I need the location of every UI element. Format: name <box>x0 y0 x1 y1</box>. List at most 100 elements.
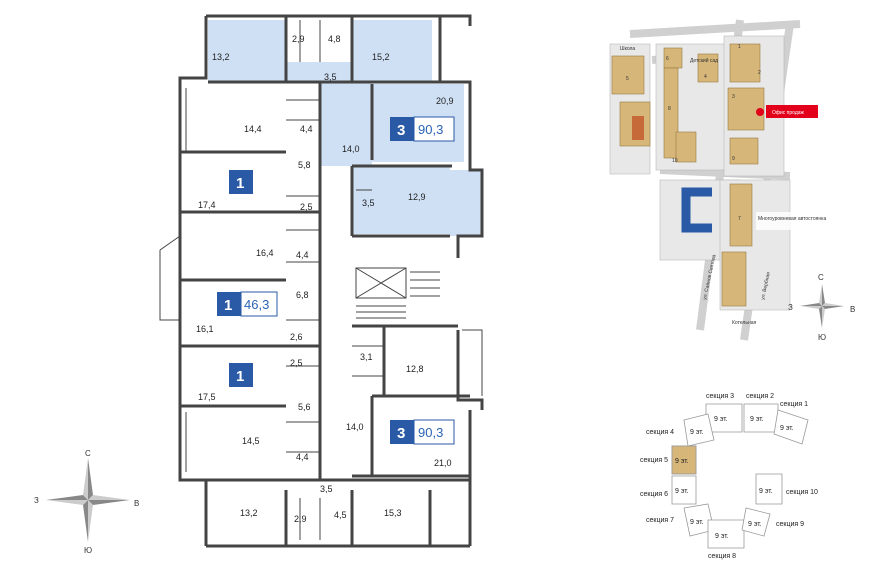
section-label: секция 7 <box>646 517 674 524</box>
room-area: 3,5 <box>362 198 375 208</box>
room-area: 14,5 <box>242 436 260 446</box>
room-area: 3,1 <box>360 352 373 362</box>
room-area: 4,4 <box>296 250 309 260</box>
badge-area: 90,3 <box>418 425 443 440</box>
office-label-bg <box>766 105 818 118</box>
section-labels: секция 3 секция 2 секция 1 секция 4 секц… <box>640 393 818 560</box>
floors-label: 9 эт. <box>675 488 689 495</box>
room-area: 16,4 <box>256 248 274 258</box>
boiler-label: Котельная <box>732 320 756 326</box>
compass-w: З <box>34 496 39 505</box>
compass-w: З <box>788 303 793 312</box>
room-area: 14,0 <box>342 144 360 154</box>
apartment-badge[interactable]: 1 <box>229 363 253 387</box>
room-area: 17,4 <box>198 200 216 210</box>
section-label: секция 1 <box>780 401 808 408</box>
section-label: секция 10 <box>786 489 818 496</box>
building-number: 1 <box>738 44 741 50</box>
floors-label: 9 эт. <box>748 521 762 528</box>
apartment-highlight <box>352 166 450 234</box>
floors-label: 9 эт. <box>675 458 689 465</box>
section-label: секция 9 <box>776 521 804 528</box>
section-label: секция 8 <box>708 553 736 560</box>
room-area: 2,9 <box>294 514 307 524</box>
current-building <box>681 187 712 233</box>
room-area: 12,8 <box>406 364 424 374</box>
apartment-badge[interactable]: 1 46,3 <box>217 291 278 317</box>
floors-label: 9 эт. <box>715 533 729 540</box>
stadium <box>632 116 644 140</box>
room-area: 4,8 <box>328 34 341 44</box>
section-label: секция 5 <box>640 457 668 464</box>
building-number: 2 <box>758 70 761 76</box>
room-area: 5,8 <box>298 160 311 170</box>
room-area: 17,5 <box>198 392 216 402</box>
section-5-highlight <box>671 445 697 475</box>
parking-label: Многоуровневая автостоянка <box>758 216 826 222</box>
section-label: секция 6 <box>640 491 668 498</box>
building-number: 8 <box>668 106 671 112</box>
room-area: 4,5 <box>334 510 347 520</box>
room-area: 15,3 <box>384 508 402 518</box>
badge-rooms: 1 <box>224 297 232 314</box>
section-label: секция 3 <box>706 393 734 400</box>
badge-rooms: 1 <box>236 368 244 385</box>
badge-area: 46,3 <box>244 297 269 312</box>
section-label: секция 2 <box>746 393 774 400</box>
room-area: 3,5 <box>320 484 333 494</box>
floors-label: 9 эт. <box>690 519 704 526</box>
parking-label-bg <box>756 212 814 230</box>
building-number: 5 <box>626 76 629 82</box>
room-area: 13,2 <box>240 508 258 518</box>
walls <box>178 14 484 548</box>
building-number: 3 <box>732 94 735 100</box>
building-number: 7 <box>738 216 741 222</box>
thin-walls <box>159 20 483 540</box>
section-label: секция 4 <box>646 429 674 436</box>
badge-rooms: 3 <box>397 122 405 139</box>
apartment-highlight <box>320 82 372 166</box>
building-number: 4 <box>704 74 707 80</box>
school-label: Школа <box>620 46 635 52</box>
badge-area: 90,3 <box>418 122 443 137</box>
compass-s: Ю <box>818 333 826 342</box>
room-area: 12,9 <box>408 192 426 202</box>
apartment-highlight <box>286 62 352 82</box>
room-area: 20,9 <box>436 96 454 106</box>
building-number: 10 <box>672 158 678 164</box>
badge-rooms: 1 <box>236 175 244 192</box>
room-area: 2,6 <box>290 332 303 342</box>
apartment-highlight <box>352 20 432 82</box>
room-area: 13,2 <box>212 52 230 62</box>
apartment-badge[interactable]: 1 <box>229 170 253 194</box>
compass-n: С <box>818 273 824 282</box>
apartment-highlight <box>208 20 286 82</box>
stairwell <box>355 267 440 319</box>
room-area: 3,5 <box>324 72 337 82</box>
room-area: 15,2 <box>372 52 390 62</box>
apartment-badge[interactable]: 3 90,3 <box>390 116 455 142</box>
room-area: 2,5 <box>290 358 303 368</box>
apartment-badge[interactable]: 3 90,3 <box>390 419 455 445</box>
section-floors: 9 эт. 9 эт. 9 эт. 9 эт. 9 эт. 9 эт. 9 эт… <box>675 416 794 540</box>
apartment-highlight <box>450 170 482 236</box>
room-area: 4,4 <box>296 452 309 462</box>
room-area: 16,1 <box>196 324 214 334</box>
room-area: 4,4 <box>300 124 313 134</box>
room-area: 6,8 <box>296 290 309 300</box>
kindergarten-label: Детский сад <box>690 57 718 64</box>
compass-s: Ю <box>84 546 92 555</box>
floors-label: 9 эт. <box>750 416 764 423</box>
building-number: 6 <box>666 56 669 62</box>
room-area: 2,5 <box>300 202 313 212</box>
section-blocks <box>671 403 809 549</box>
room-area: 14,0 <box>346 422 364 432</box>
building-number: 9 <box>732 156 735 162</box>
floors-label: 9 эт. <box>780 425 794 432</box>
